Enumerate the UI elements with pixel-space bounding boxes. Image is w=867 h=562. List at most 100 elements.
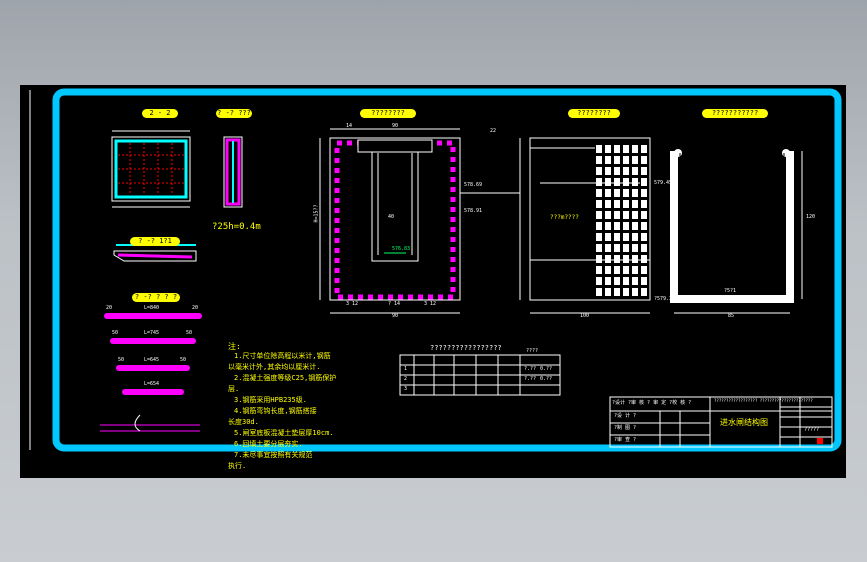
hatch-block <box>614 156 620 164</box>
hatch-block <box>641 277 647 285</box>
hatch-block <box>596 167 602 175</box>
note-line: 7.未尽事宜按照有关规范 <box>234 451 313 459</box>
hatch-block <box>614 200 620 208</box>
hatch-block <box>605 233 611 241</box>
hatch-block <box>641 200 647 208</box>
hatch-block <box>632 178 638 186</box>
hatch-block <box>614 288 620 296</box>
hatch-block <box>596 288 602 296</box>
hatch-block <box>623 266 629 274</box>
hatch-block <box>605 277 611 285</box>
title-row-3: ?审 查 ? <box>614 437 637 443</box>
table-row-1-total: ?.?? <box>524 366 537 372</box>
hatch-block <box>614 222 620 230</box>
drawing-canvas[interactable]: 2 - 2 ? -? ??? ???????? ???????? ???????… <box>20 85 846 478</box>
dim-100: 100 <box>580 313 590 319</box>
note-line: 5.闸室底板混凝土垫层厚10cm. <box>234 429 334 437</box>
hatch-block <box>596 233 602 241</box>
note-line: 3.钢筋采用HPB235级. <box>234 396 307 404</box>
hatch-block <box>623 156 629 164</box>
hatch-block <box>614 167 620 175</box>
table-row-1-no: 1 <box>404 366 408 372</box>
dim-14b: ? 14 <box>388 301 401 307</box>
hatch-block <box>605 244 611 252</box>
table-row-3-no: 3 <box>404 386 408 392</box>
note-line: 6.回填土要分层夯实. <box>234 440 303 448</box>
note-line: 执行. <box>228 462 247 470</box>
side-elevation <box>519 137 651 314</box>
bar-2-mid: L=745 <box>144 330 160 336</box>
hatch-block <box>605 156 611 164</box>
view-tag-3: ? -? 1?1 <box>130 237 180 246</box>
dim-22: 22 <box>490 128 497 134</box>
hatch-block <box>632 233 638 241</box>
elev-4: 579.45 <box>654 180 673 186</box>
hatch-block <box>641 189 647 197</box>
plan-view-1 <box>111 130 191 208</box>
hatch-block <box>641 266 647 274</box>
title-block <box>609 396 833 448</box>
hatch-block <box>623 178 629 186</box>
view-tag-2: ? -? ??? <box>216 109 252 118</box>
hatch-block <box>605 211 611 219</box>
main-section <box>319 128 520 314</box>
table-row-1-w: 0.?? <box>540 366 553 372</box>
drawing-svg <box>29 88 842 452</box>
thickness-note: ?25h=0.4m <box>212 222 261 232</box>
bar-4-mid: L=654 <box>144 381 160 387</box>
bar-2-right: 50 <box>186 330 193 336</box>
dim-40: 40 <box>388 214 395 220</box>
bar-3-mid: L=645 <box>144 357 160 363</box>
hatch-block <box>614 178 620 186</box>
hatch-block <box>641 255 647 263</box>
hatch-block <box>605 189 611 197</box>
hatch-block <box>596 244 602 252</box>
u-channel-view <box>670 149 803 314</box>
elev-6: ?5?1 <box>724 288 737 294</box>
bar-1-right: 20 <box>192 305 199 311</box>
hatch-block <box>641 178 647 186</box>
elev-bottom: 576.83 <box>392 246 411 252</box>
hatch-block <box>641 145 647 153</box>
hatch-block <box>632 167 638 175</box>
note-line: 2.混凝土强度等级C25,钢筋保护 <box>234 374 337 382</box>
drawing-frame <box>52 88 842 452</box>
hatch-block <box>614 277 620 285</box>
dim-3-12b: 3 12 <box>424 301 437 307</box>
hatch-block <box>632 255 638 263</box>
table-row-2-total: ?.?? <box>524 376 537 382</box>
hatch-block <box>605 222 611 230</box>
hatch-block <box>623 189 629 197</box>
dim-3-12a: 3 12 <box>346 301 359 307</box>
hatch-block <box>623 277 629 285</box>
title-tag-u: ??????????? <box>702 109 768 118</box>
dim-14: 14 <box>346 123 353 129</box>
note-line: 以毫米计外,其余均以厘米计. <box>228 363 321 371</box>
hatch-block <box>614 244 620 252</box>
hatch-block <box>632 145 638 153</box>
hatch-block <box>605 145 611 153</box>
hatch-block <box>623 145 629 153</box>
bar-3-left: 50 <box>118 357 125 363</box>
hatch-block <box>641 222 647 230</box>
note-line: 1.尺寸单位除高程以米计,钢筋 <box>234 352 331 360</box>
dim-90b: 90 <box>392 313 399 319</box>
elev-2: 578.91 <box>464 208 483 214</box>
hatch-block <box>614 266 620 274</box>
elev-1: 578.69 <box>464 182 483 188</box>
hatch-block <box>605 200 611 208</box>
hatch-block <box>596 277 602 285</box>
hatch-block <box>632 222 638 230</box>
hatch-block <box>641 244 647 252</box>
hatch-block <box>605 288 611 296</box>
title-tag-main: ???????? <box>360 109 416 118</box>
hatch-block <box>641 156 647 164</box>
hatch-block <box>605 178 611 186</box>
hatch-block <box>623 222 629 230</box>
hatch-block <box>596 222 602 230</box>
notes-header: 注: <box>228 342 241 351</box>
hatch-block <box>614 255 620 263</box>
title-row-1: ?设 计 ? <box>614 413 637 419</box>
hatch-block <box>596 266 602 274</box>
